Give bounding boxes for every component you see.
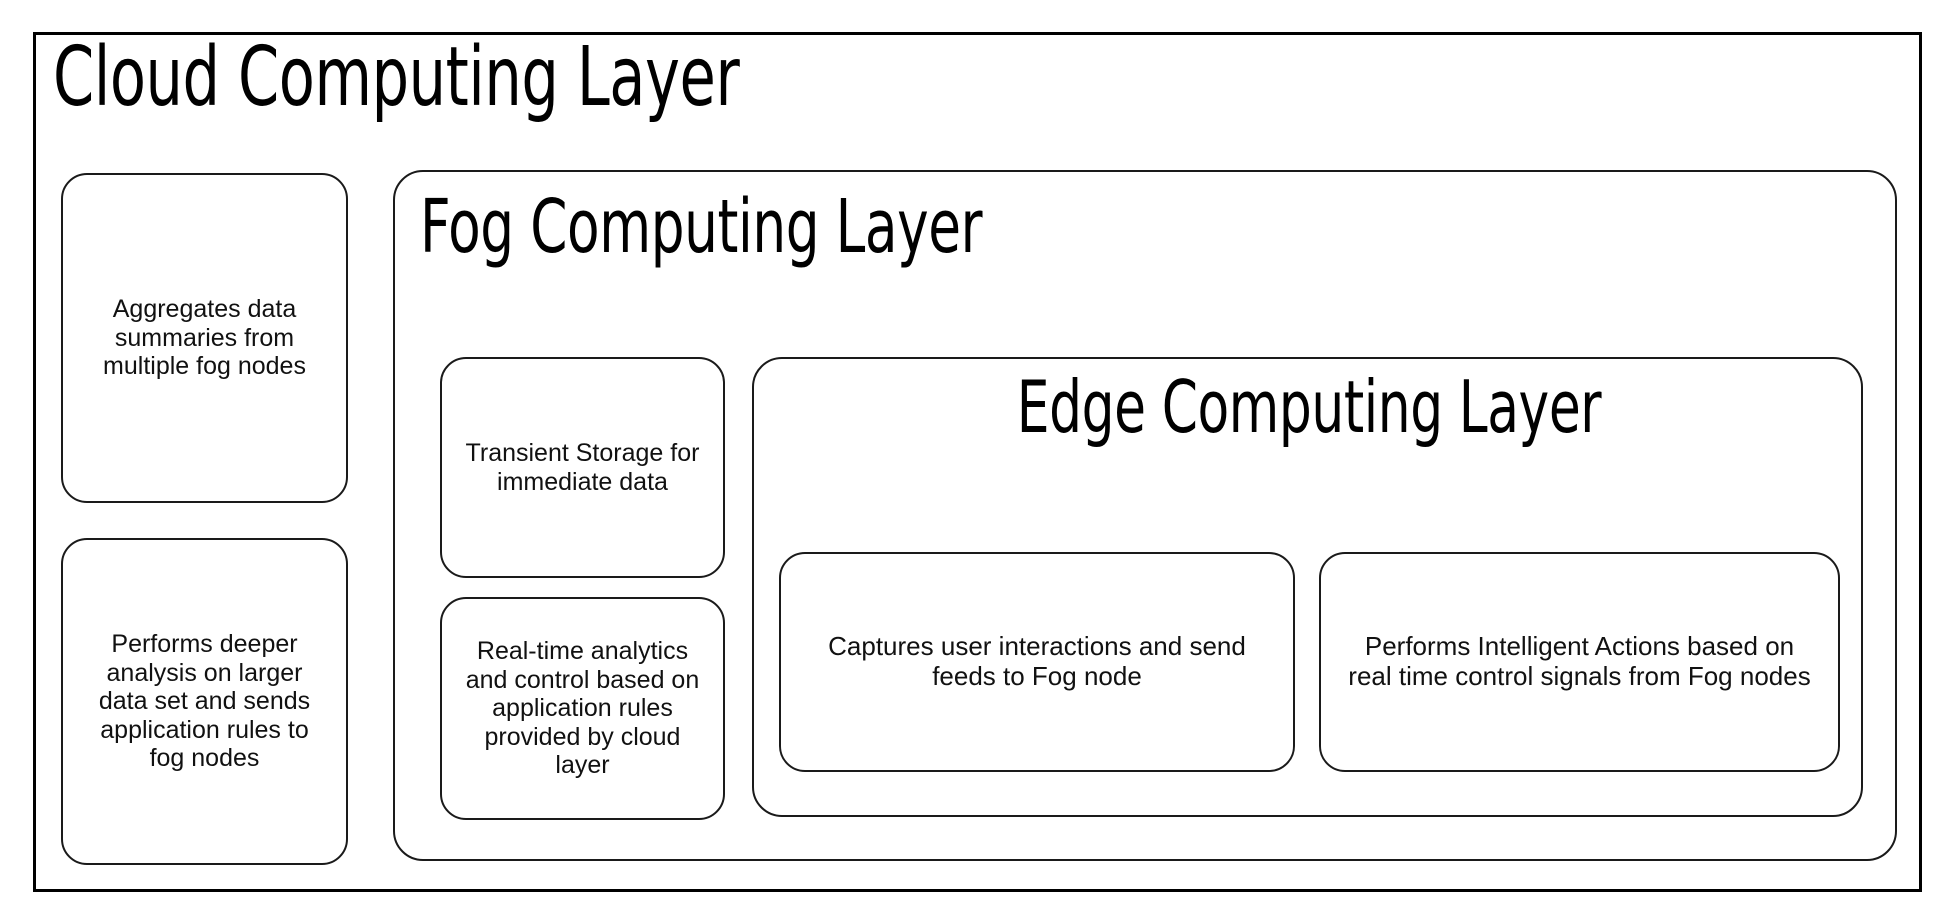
cloud-node-aggregates-data: Aggregates data summaries from multiple … [61,173,348,503]
edge-node-intelligent-actions: Performs Intelligent Actions based on re… [1319,552,1840,772]
edge-node-captures-user-interactions-label: Captures user interactions and send feed… [828,631,1246,691]
fog-computing-layer-container: Fog Computing Layer Transient Storage fo… [393,170,1897,861]
cloud-node-deeper-analysis: Performs deeper analysis on larger data … [61,538,348,865]
cloud-computing-layer-title: Cloud Computing Layer [53,30,740,125]
cloud-node-aggregates-data-label: Aggregates data summaries from multiple … [103,295,306,381]
fog-computing-layer-title: Fog Computing Layer [420,184,983,270]
edge-computing-layer-title: Edge Computing Layer [1016,365,1602,449]
fog-node-transient-storage: Transient Storage for immediate data [440,357,725,578]
fog-node-realtime-analytics: Real-time analytics and control based on… [440,597,725,820]
cloud-computing-layer-container: Cloud Computing Layer Aggregates data su… [33,32,1922,892]
fog-node-realtime-analytics-label: Real-time analytics and control based on… [465,637,700,780]
fog-node-transient-storage-label: Transient Storage for immediate data [465,439,700,496]
edge-node-intelligent-actions-label: Performs Intelligent Actions based on re… [1348,631,1811,691]
edge-computing-layer-container: Edge Computing Layer Captures user inter… [752,357,1863,817]
edge-node-captures-user-interactions: Captures user interactions and send feed… [779,552,1295,772]
cloud-node-deeper-analysis-label: Performs deeper analysis on larger data … [98,630,311,773]
